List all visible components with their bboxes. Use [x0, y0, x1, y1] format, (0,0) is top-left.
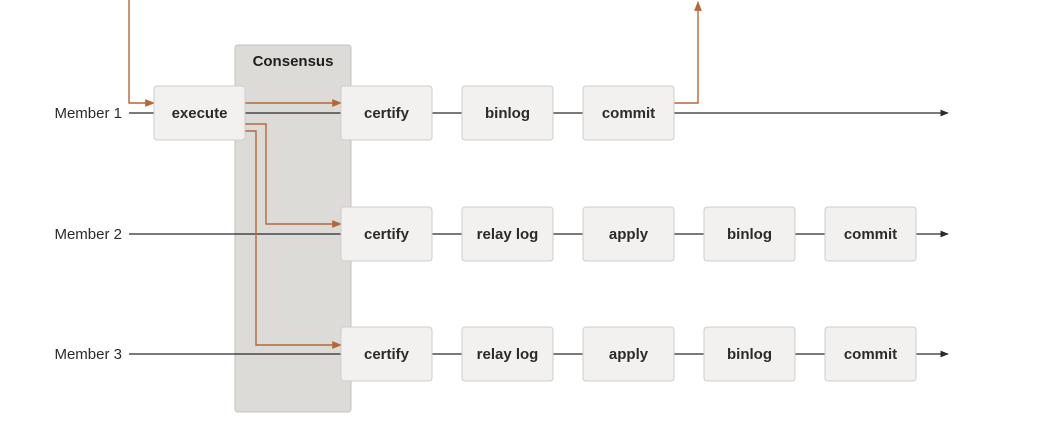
member-2-stage-certify: certify [340, 206, 433, 262]
execute-to-member-2-certify-arrow [245, 123, 342, 228]
member-2-stage-apply: apply [582, 206, 675, 262]
stage-label: certify [364, 226, 410, 243]
member-1-stage-commit: commit [582, 85, 675, 141]
stage-label: commit [602, 105, 655, 122]
stage-label: binlog [727, 346, 772, 363]
member-3-stage-binlog: binlog [703, 326, 796, 382]
stage-label: apply [609, 346, 649, 363]
stage-label: commit [844, 346, 897, 363]
stage-label: relay log [477, 226, 539, 243]
stage-label: binlog [727, 226, 772, 243]
member-2-stage-binlog: binlog [703, 206, 796, 262]
member-2-label: Member 2 [54, 226, 122, 243]
stage-label: binlog [485, 105, 530, 122]
stage-label: certify [364, 105, 410, 122]
member-1-stage-execute: execute [153, 85, 246, 141]
member-3-stage-apply: apply [582, 326, 675, 382]
stage-label: certify [364, 346, 410, 363]
member-3-stage-commit: commit [824, 326, 917, 382]
member-1-stage-binlog: binlog [461, 85, 554, 141]
member-2-stage-commit: commit [824, 206, 917, 262]
member-3-label: Member 3 [54, 346, 122, 363]
stage-label: apply [609, 226, 649, 243]
member-1-label: Member 1 [54, 105, 122, 122]
member-3-stage-certify: certify [340, 326, 433, 382]
incoming-transaction-arrow [128, 0, 155, 107]
consensus-title: Consensus [253, 53, 334, 70]
consensus-region [234, 44, 352, 413]
stage-label: relay log [477, 346, 539, 363]
member-2-stage-relay-log: relay log [461, 206, 554, 262]
stage-label: commit [844, 226, 897, 243]
stage-label: execute [172, 105, 228, 122]
commit-result-arrow [674, 1, 702, 104]
member-1-stage-certify: certify [340, 85, 433, 141]
member-3-stage-relay-log: relay log [461, 326, 554, 382]
execute-to-member-3-certify-arrow [245, 130, 342, 349]
